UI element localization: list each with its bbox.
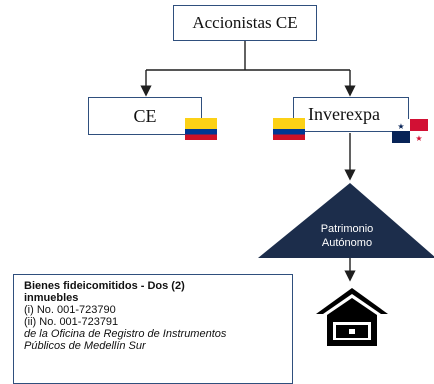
info-title-line2: inmuebles — [24, 292, 79, 304]
patrimonio-triangle — [258, 183, 434, 258]
info-item-2: (ii) No. 001-723791 — [24, 316, 119, 328]
colombia-flag-icon — [273, 118, 305, 140]
patrimonio-line2: Autónomo — [321, 237, 373, 249]
svg-text:★: ★ — [397, 122, 404, 131]
info-item-1: (i) No. 001-723790 — [24, 304, 116, 316]
colombia-flag-icon — [185, 118, 217, 140]
ce-box: CE — [88, 97, 202, 135]
accionistas-ce-box: Accionistas CE — [173, 5, 317, 41]
inverexpa-label: Inverexpa — [308, 104, 380, 124]
patrimonio-label: Patrimonio Autónomo — [258, 222, 434, 250]
patrimonio-line1: Patrimonio — [320, 223, 374, 235]
trust-assets-box: Bienes fideicomitidos - Dos (2) inmueble… — [13, 274, 293, 384]
info-note-line1: de la Oficina de Registro de Instrumento… — [24, 328, 227, 340]
info-title-line1: Bienes fideicomitidos - Dos (2) — [24, 280, 185, 292]
safe-house-icon — [316, 288, 388, 346]
accionistas-ce-label: Accionistas CE — [192, 13, 298, 32]
svg-text:★: ★ — [415, 134, 422, 143]
ce-label: CE — [133, 105, 157, 126]
panama-flag-icon: ★ ★ — [392, 119, 428, 143]
info-note-line2: Públicos de Medellín Sur — [24, 340, 146, 352]
inverexpa-box: Inverexpa — [293, 97, 409, 132]
